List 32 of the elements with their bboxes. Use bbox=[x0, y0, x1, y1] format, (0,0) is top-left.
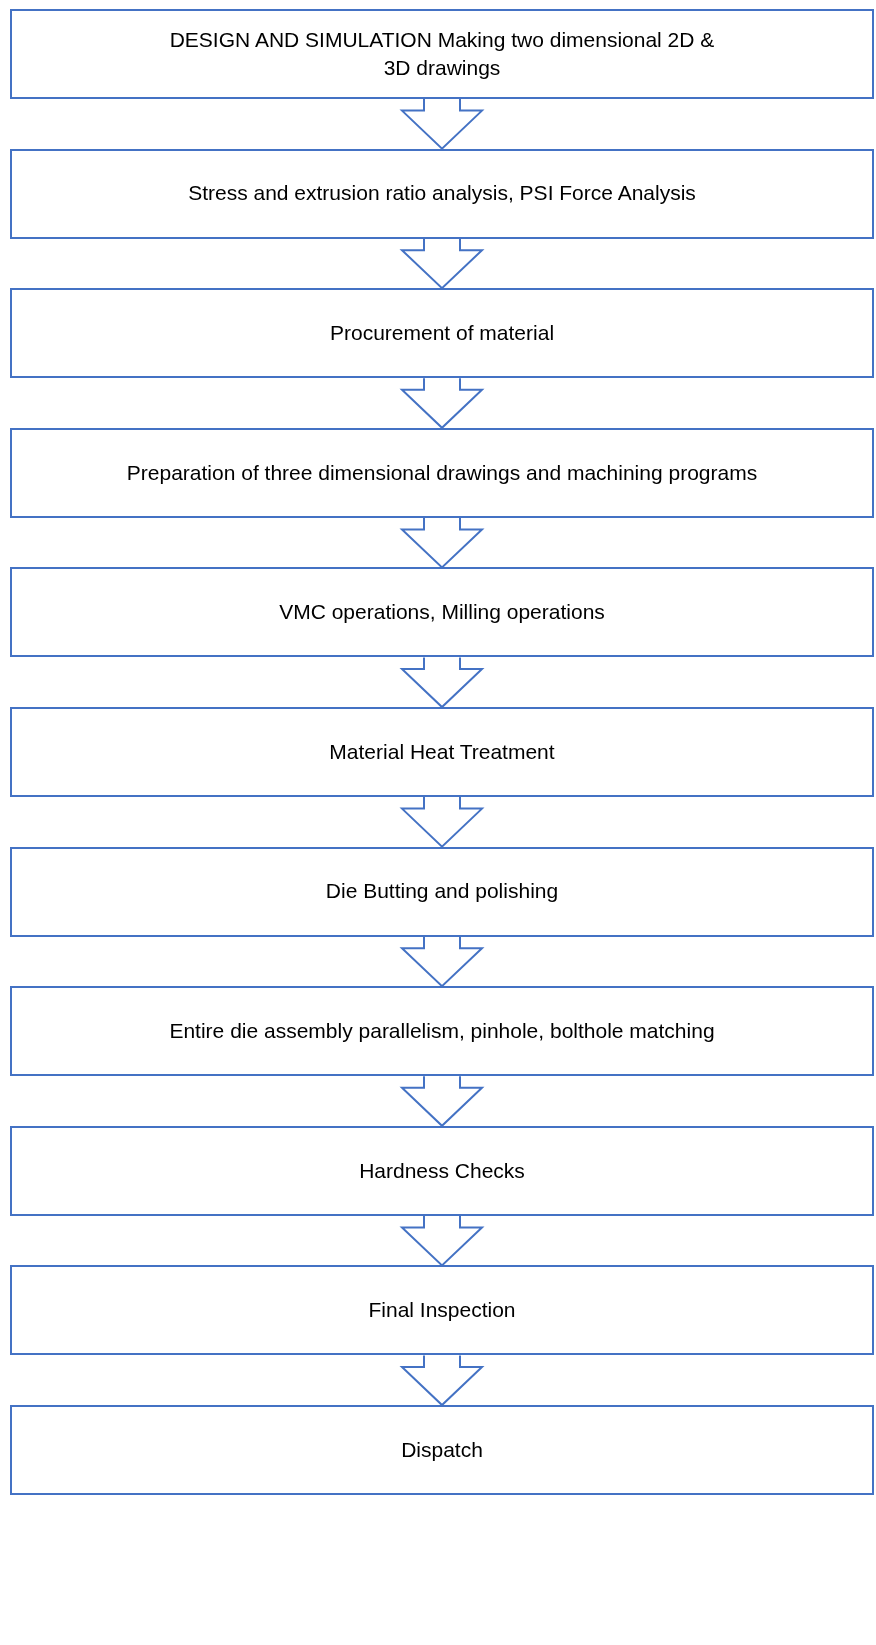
process-box bbox=[10, 1265, 874, 1356]
block-arrow bbox=[399, 796, 485, 848]
block-arrow bbox=[399, 237, 485, 290]
step-text: Stress and extrusion ratio analysis, PSI Force Analysis bbox=[188, 180, 696, 207]
process-box bbox=[10, 427, 874, 518]
block-arrow bbox=[399, 656, 485, 709]
step-text: Entire die assembly parallelism, pinhole, bolthole matching bbox=[169, 1018, 715, 1044]
process-box bbox=[10, 1125, 874, 1216]
step-text: Final Inspection bbox=[368, 1297, 516, 1324]
step-text: Material Heat Treatment bbox=[329, 738, 555, 765]
block-arrow bbox=[399, 98, 485, 150]
step-text: Die Butting and polishing bbox=[325, 878, 559, 905]
block-arrow bbox=[399, 1354, 485, 1407]
block-arrow bbox=[399, 377, 485, 430]
process-box bbox=[10, 288, 874, 379]
step-text: DESIGN AND SIMULATION Making two dimensional 2D & 3D drawings bbox=[168, 26, 716, 81]
process-box bbox=[10, 1405, 874, 1495]
step-text: Preparation of three dimensional drawings and machining programs bbox=[126, 459, 758, 486]
block-arrow bbox=[399, 935, 485, 988]
process-box bbox=[10, 986, 874, 1077]
process-box bbox=[10, 148, 874, 239]
step-text: Hardness Checks bbox=[359, 1157, 525, 1184]
block-arrow bbox=[399, 516, 485, 569]
process-box bbox=[10, 707, 874, 797]
step-text: VMC operations, Milling operations bbox=[279, 599, 605, 626]
block-arrow bbox=[399, 1075, 485, 1128]
block-arrow bbox=[399, 1214, 485, 1267]
step-text: Procurement of material bbox=[329, 320, 555, 346]
process-box bbox=[10, 846, 874, 937]
process-box bbox=[10, 567, 874, 658]
process-box bbox=[10, 9, 874, 99]
step-text: Dispatch bbox=[401, 1436, 483, 1463]
